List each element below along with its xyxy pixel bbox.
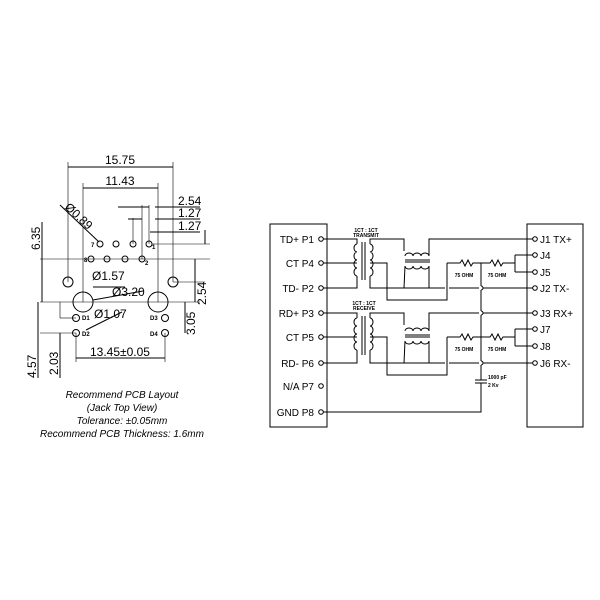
rj45-connector-box bbox=[269, 223, 328, 428]
resistor-label: 75 OHM bbox=[455, 273, 474, 279]
dimension-lines bbox=[37, 166, 206, 378]
boss-hole bbox=[147, 291, 169, 313]
led-hole bbox=[161, 314, 169, 322]
pin-label-j1: J1 TX+ bbox=[540, 235, 572, 246]
dim-boss-hole-dia: Ø3.20 bbox=[112, 285, 145, 299]
pin-label-j8: J8 bbox=[540, 342, 551, 353]
pin-label-8: 8 bbox=[84, 258, 88, 264]
pin-label-rd-minus: RD- P6 bbox=[281, 359, 314, 370]
pin-label-2: 2 bbox=[145, 261, 149, 267]
dim-height-2-54: 2.54 bbox=[195, 281, 209, 305]
pin-label-j3: J3 RX+ bbox=[540, 309, 573, 320]
pin-label-td-minus: TD- P2 bbox=[282, 284, 314, 295]
pcb-holes bbox=[62, 240, 179, 337]
pin-hole bbox=[129, 240, 137, 248]
boss-hole bbox=[72, 291, 94, 313]
pin-hole bbox=[145, 240, 153, 248]
resistor-label: 75 OHM bbox=[488, 273, 507, 279]
dim-height-6-35: 6.35 bbox=[29, 226, 43, 250]
pin-label-j2: J2 TX- bbox=[540, 284, 569, 295]
pin-hole bbox=[121, 255, 129, 263]
jack-connector-box bbox=[526, 223, 584, 428]
resistor-label: 75 OHM bbox=[488, 347, 507, 353]
transmit-ratio: 1CT : 1CT bbox=[354, 228, 377, 234]
led-hole bbox=[72, 329, 80, 337]
capacitor-value: 1000 pF bbox=[488, 375, 507, 381]
pin-hole bbox=[138, 255, 146, 263]
left-pins: TD+ P1 CT P4 TD- P2 RD+ P3 CT P5 RD- P6 … bbox=[277, 235, 324, 419]
dim-height-3-05: 3.05 bbox=[184, 311, 198, 335]
schematic: TD+ P1 CT P4 TD- P2 RD+ P3 CT P5 RD- P6 … bbox=[269, 223, 584, 428]
caption-title: Recommend PCB Layout bbox=[66, 390, 180, 401]
dim-height-2-03: 2.03 bbox=[47, 351, 61, 375]
pin-label-j5: J5 bbox=[540, 268, 551, 279]
dim-width-inner: 11.43 bbox=[105, 174, 134, 188]
mount-hole bbox=[62, 276, 74, 288]
pin-hole bbox=[87, 255, 95, 263]
wiring bbox=[323, 238, 533, 413]
pin-label-1: 1 bbox=[152, 245, 156, 251]
transmit-channel bbox=[323, 238, 533, 301]
capacitor-voltage: 2 Kv bbox=[488, 383, 499, 389]
pin-label-j6: J6 RX- bbox=[540, 359, 571, 370]
dim-led-hole-dia: Ø1.07 bbox=[94, 307, 127, 321]
pin-label-rd-plus: RD+ P3 bbox=[279, 309, 315, 320]
dim-mount-hole-dia: Ø1.57 bbox=[92, 269, 125, 283]
led-label-d3: D3 bbox=[150, 316, 158, 322]
receive-ratio: 1CT : 1CT bbox=[352, 301, 375, 307]
pin-label-j4: J4 bbox=[540, 251, 551, 262]
pin-label-td-plus: TD+ P1 bbox=[280, 235, 315, 246]
led-hole bbox=[72, 314, 80, 322]
pcb-layout: 15.75 11.43 2.54 1.27 1.27 6.35 2.54 3.0… bbox=[25, 153, 210, 440]
dim-height-4-57: 4.57 bbox=[25, 354, 39, 378]
dim-width-overall: 15.75 bbox=[105, 153, 135, 167]
pin-label-ct-p5: CT P5 bbox=[286, 333, 315, 344]
caption-thickness: Recommend PCB Thickness: 1.6mm bbox=[40, 429, 204, 440]
led-label-d1: D1 bbox=[82, 316, 90, 322]
pin-hole bbox=[112, 240, 120, 248]
led-label-d4: D4 bbox=[150, 332, 158, 338]
resistor-label: 75 OHM bbox=[455, 347, 474, 353]
pin-hole bbox=[103, 255, 111, 263]
led-hole bbox=[161, 329, 169, 337]
dim-pin-hole-dia: Ø0.89 bbox=[62, 200, 96, 233]
pin-label-7: 7 bbox=[91, 243, 95, 249]
caption-tolerance: Tolerance: ±0.05mm bbox=[77, 416, 168, 427]
extension-lines bbox=[40, 162, 210, 362]
led-label-d2: D2 bbox=[82, 332, 90, 338]
dim-led-spacing: 13.45±0.05 bbox=[90, 345, 150, 359]
mount-hole bbox=[167, 276, 179, 288]
pin-label-j7: J7 bbox=[540, 325, 551, 336]
dim-pitch-1-27: 1.27 bbox=[178, 219, 202, 233]
dim-pitch-1-27: 1.27 bbox=[178, 206, 202, 220]
pin-label-na: N/A P7 bbox=[283, 382, 315, 393]
pin-label-gnd: GND P8 bbox=[277, 408, 315, 419]
pin-hole bbox=[96, 240, 104, 248]
dim-pitch-2-54: 2.54 bbox=[178, 194, 202, 208]
right-pins: J1 TX+ J4 J5 J2 TX- J3 RX+ J7 J8 J6 RX- bbox=[532, 235, 573, 370]
receive-label: RECEIVE bbox=[353, 306, 376, 312]
caption-view: (Jack Top View) bbox=[87, 403, 158, 414]
transmit-label: TRANSMIT bbox=[353, 233, 379, 239]
pin-label-ct-p4: CT P4 bbox=[286, 259, 315, 270]
receive-channel bbox=[323, 290, 533, 413]
